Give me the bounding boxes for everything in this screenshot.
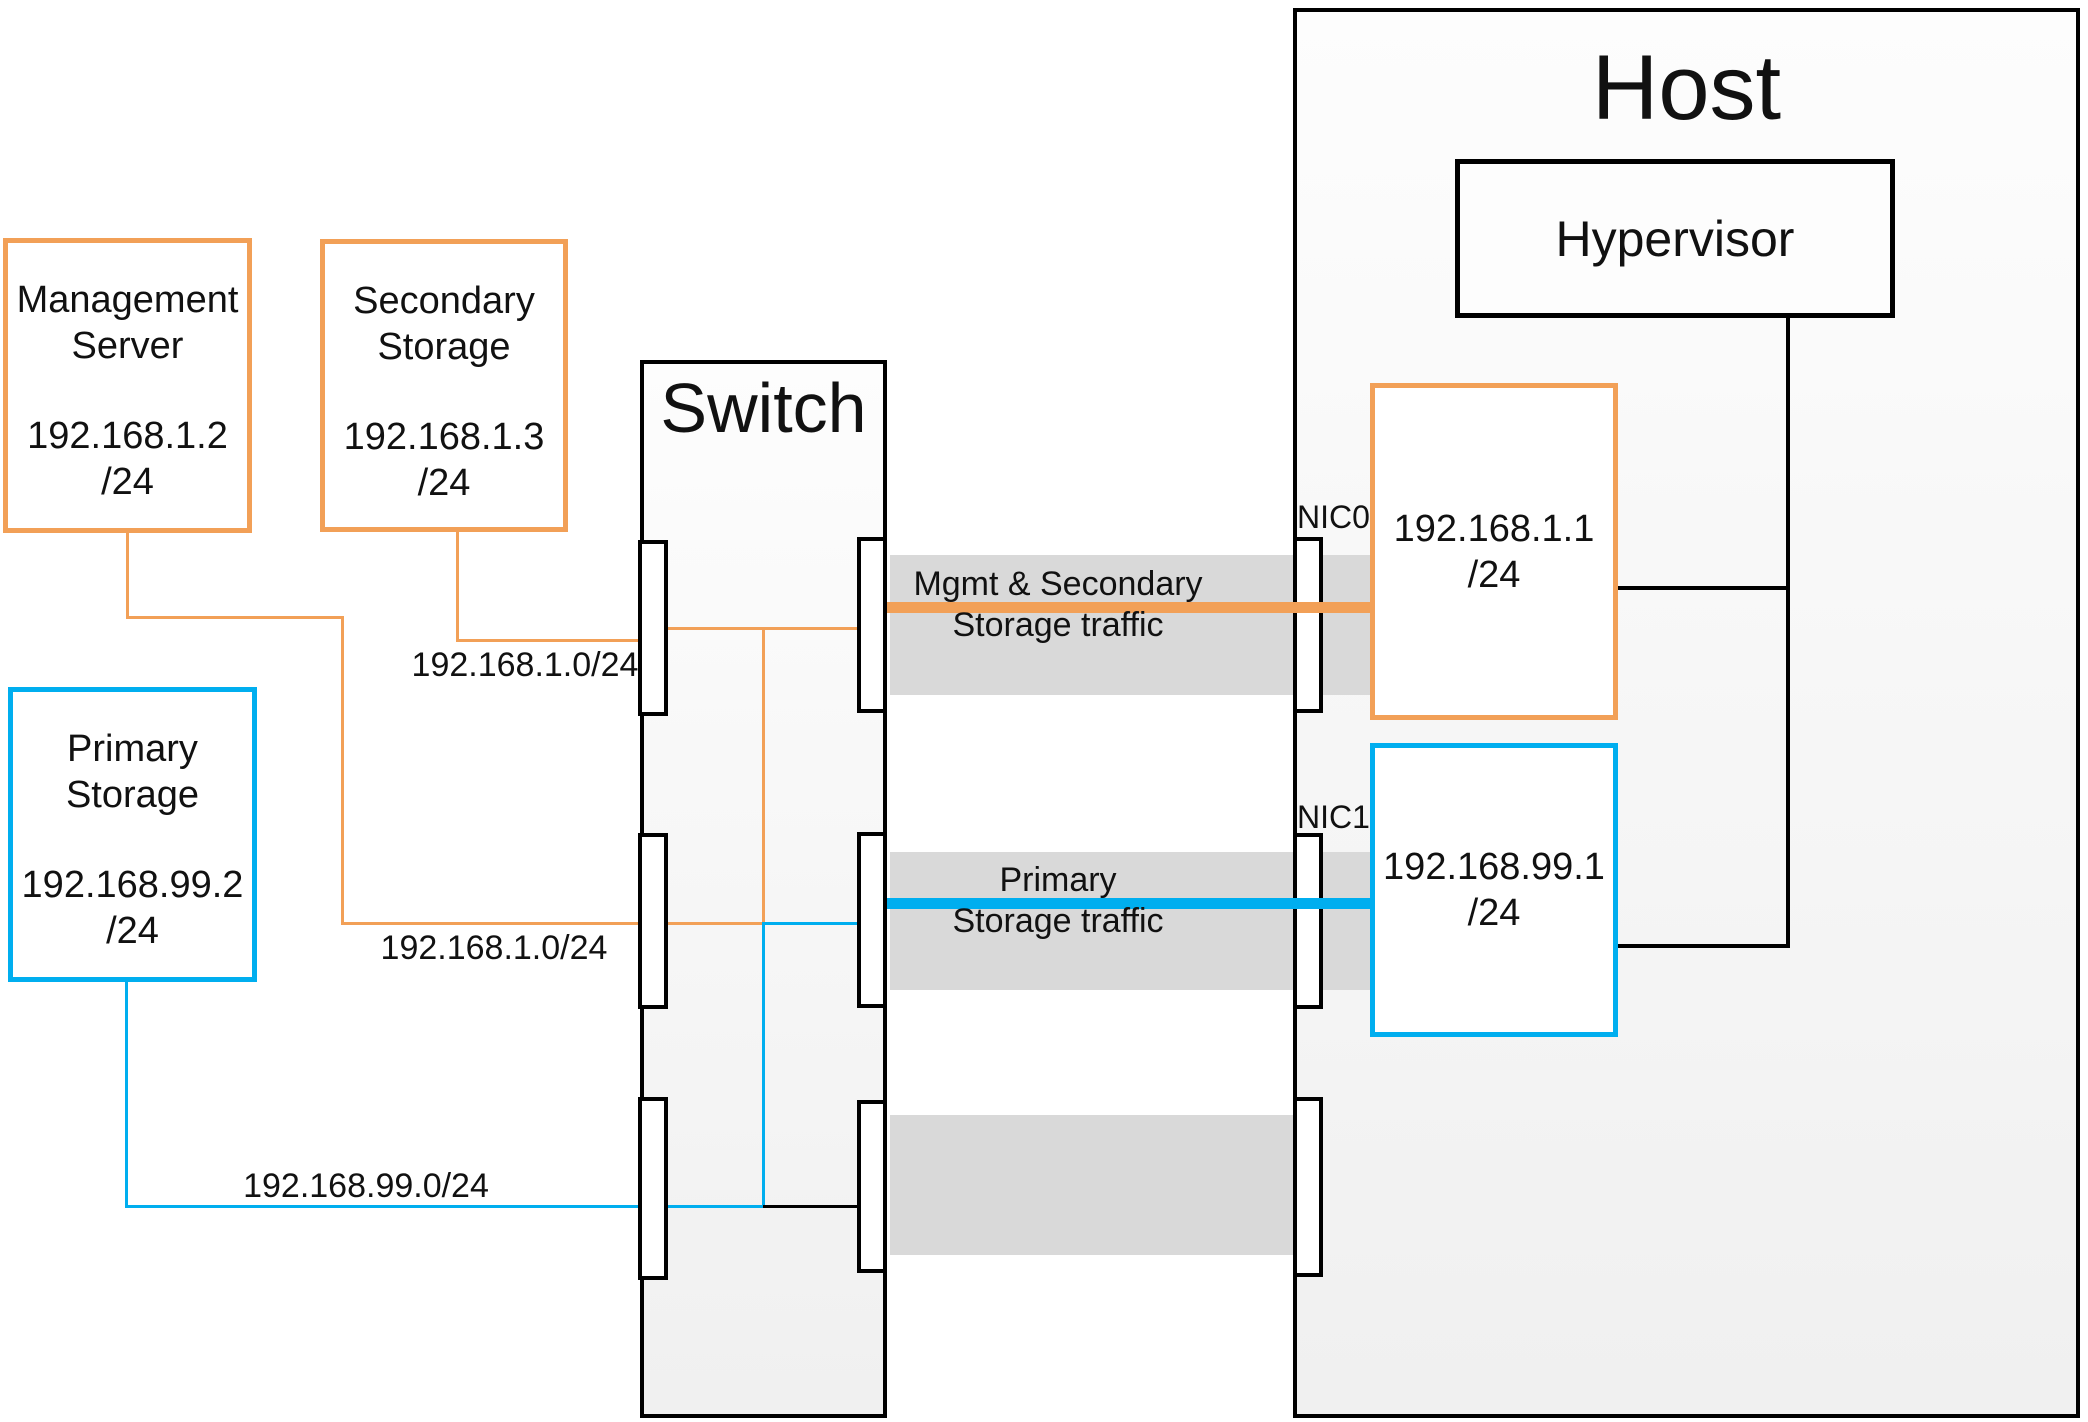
connector-secondary-v [456,532,459,642]
host-nic-port-3 [1293,1097,1323,1277]
connector-switch-internal-blue-v [762,922,765,1208]
node-cidr: /24 [417,462,471,504]
nic1-box: 192.168.99.1 /24 [1370,743,1618,1037]
primary-storage-box: Primary Storage 192.168.99.2 /24 [8,687,257,982]
host-nic-port-2 [1293,833,1323,1009]
mgmt-traffic-label-line2: Storage traffic [952,606,1164,644]
switch-port-left-1 [638,540,668,716]
host-nic-port-1 [1293,537,1323,713]
connector-hypervisor-nic1 [1618,944,1788,948]
nic0-box: 192.168.1.1 /24 [1370,383,1618,720]
connector-management-v2 [341,616,344,925]
connector-switch-internal-bottom-blue [668,1205,763,1208]
subnet-label-primary-link: 192.168.99.0/24 [243,1167,489,1205]
node-name-line: Secondary [353,280,535,322]
node-name-line: Management [16,279,239,321]
connector-switch-internal-mid-blue [762,922,858,925]
nic0-label: NIC0 [1297,499,1370,535]
subnet-label-management-link: 192.168.1.0/24 [380,929,608,967]
nic0-cidr: /24 [1467,553,1521,596]
node-name-line: Storage [377,326,511,368]
nic0-ip: 192.168.1.1 [1393,507,1595,550]
node-ip: 192.168.1.2 [27,415,228,457]
host-title: Host [1591,37,1782,139]
mgmt-traffic-label-line1: Mgmt & Secondary [913,565,1203,603]
switch-title: Switch [660,369,867,447]
switch-port-left-2 [638,833,668,1009]
subnet-label-secondary-link: 192.168.1.0/24 [411,646,639,684]
connector-switch-internal-orange-v [762,627,765,925]
connector-hypervisor-nic0 [1618,586,1788,590]
primary-traffic-label-line2: Storage traffic [952,902,1164,940]
connector-primary-h [125,1205,641,1208]
connector-switch-internal-bottom-black [763,1205,858,1208]
nic1-ip: 192.168.99.1 [1383,846,1605,888]
traffic-lane-top [890,555,1370,695]
connector-management-v1 [126,533,129,619]
secondary-storage-box: Secondary Storage 192.168.1.3 /24 [320,239,568,532]
nic1-cidr: /24 [1467,892,1521,934]
node-ip: 192.168.1.3 [343,416,545,458]
connector-secondary-h [456,639,641,642]
management-server-box: Management Server 192.168.1.2 /24 [3,238,252,533]
connector-management-h1 [126,616,344,619]
connector-primary-v [125,982,128,1208]
node-name-line: Storage [65,774,200,816]
node-name-line: Primary [67,728,198,770]
primary-storage-traffic-line [887,898,1370,909]
node-cidr: /24 [101,461,154,503]
traffic-lane-middle [890,852,1370,990]
traffic-lane-bottom [890,1115,1293,1255]
connector-switch-internal-mid-orange [668,922,763,925]
node-ip: 192.168.99.2 [21,864,244,906]
hypervisor-label: Hypervisor [1555,210,1795,267]
nic1-label: NIC1 [1297,799,1370,835]
mgmt-secondary-traffic-line [887,602,1370,613]
switch-port-right-2 [857,832,887,1008]
primary-traffic-label-line1: Primary [999,861,1117,899]
switch-port-right-1 [857,537,887,713]
node-name-line: Server [71,325,184,367]
connector-management-h2 [341,922,641,925]
node-cidr: /24 [106,910,159,952]
switch-port-right-3 [857,1100,887,1273]
switch-port-left-3 [638,1097,668,1280]
connector-hypervisor-v [1786,316,1790,948]
hypervisor-box: Hypervisor [1455,159,1895,318]
